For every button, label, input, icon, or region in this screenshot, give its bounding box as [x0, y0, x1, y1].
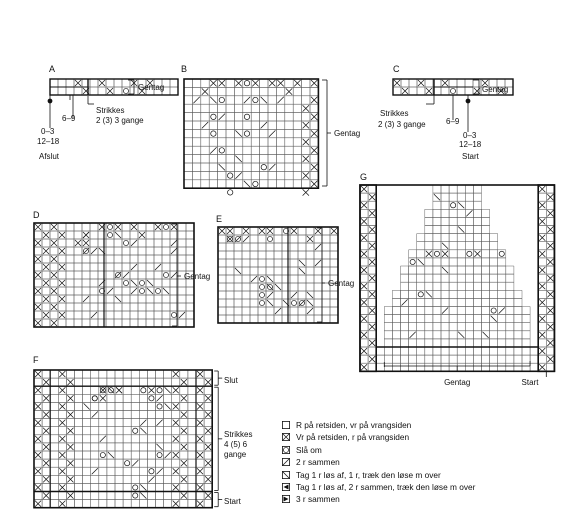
chart-g-gentag: Gentag [444, 378, 470, 387]
chart-e-grid [217, 226, 339, 324]
legend-text: Vr på retsiden, r på vrangsiden [296, 432, 410, 443]
backslash-square-icon [282, 470, 290, 479]
chart-a-finish: Afslut [39, 152, 60, 161]
chart-a-gentag: Gentag [138, 83, 164, 92]
chart-c-repeat-1: Strikkes [380, 109, 408, 118]
legend-item: Slå om [282, 444, 572, 456]
chart-a-size-69: 6–9 [62, 114, 76, 123]
legend-item: Tag 1 r løs af, 1 r, træk den løse m ove… [282, 469, 572, 481]
symbol-legend: R på retsiden, vr på vrangsiden Vr på ret… [282, 419, 572, 506]
chart-b-label: B [181, 64, 187, 74]
chart-f-finish: Slut [224, 376, 239, 385]
legend-item: Tag 1 r løs af, 2 r sammen, træk den løs… [282, 481, 572, 493]
blank-square-icon [282, 421, 290, 429]
chart-b-gentag: Gentag [334, 129, 360, 138]
legend-text: 2 r sammen [296, 457, 340, 468]
left-triangle-square-icon [282, 482, 290, 491]
chart-d-grid [33, 222, 195, 328]
legend-text: R på retsiden, vr på vrangsiden [296, 420, 412, 430]
legend-text: Tag 1 r løs af, 1 r, træk den løse m ove… [296, 469, 441, 480]
chart-a-size-1218: 12–18 [37, 137, 60, 146]
legend-text: 3 r sammen [296, 494, 340, 505]
chart-d-gentag: Gentag [184, 272, 210, 281]
chart-c-size-1218: 12–18 [459, 140, 482, 149]
chart-b-grid [183, 78, 319, 196]
chart-f-repeat-2: 4 (5) 6 [224, 440, 248, 449]
chart-e-label: E [216, 214, 222, 224]
chart-f-repeat-1: Strikkes [224, 430, 252, 439]
chart-a-repeat-1: Strikkes [96, 106, 124, 115]
chart-f-start: Start [224, 497, 242, 506]
legend-text: Slå om [296, 444, 322, 455]
x-square-icon [282, 433, 290, 442]
circle-square-icon [282, 445, 290, 454]
legend-text: Tag 1 r løs af, 2 r sammen, træk den løs… [296, 481, 476, 492]
slash-square-icon [282, 458, 290, 467]
chart-f-grid [33, 369, 213, 508]
chart-a-repeat-2: 2 (3) 3 gange [96, 116, 144, 125]
chart-g-label: G [360, 172, 367, 182]
chart-c-repeat-2: 2 (3) 3 gange [378, 120, 426, 129]
chart-a-size-03: 0–3 [41, 127, 55, 136]
legend-item: 3 r sammen [282, 493, 572, 505]
legend-item: R på retsiden, vr på vrangsiden [282, 419, 572, 431]
chart-c-start: Start [462, 152, 480, 161]
chart-d-label: D [33, 210, 40, 220]
chart-e-gentag: Gentag [328, 279, 354, 288]
chart-a-label: A [49, 64, 55, 74]
legend-item: 2 r sammen [282, 456, 572, 468]
chart-c-gentag: Gentag [482, 85, 508, 94]
legend-item: Vr på retsiden, r på vrangsiden [282, 431, 572, 443]
chart-g-grid [359, 184, 555, 372]
right-triangle-square-icon [282, 495, 290, 504]
chart-c-size-03: 0–3 [463, 131, 477, 140]
chart-c-size-69: 6–9 [446, 117, 460, 126]
chart-g-start: Start [522, 378, 540, 387]
chart-f-repeat-3: gange [224, 450, 247, 459]
chart-f-label: F [33, 355, 39, 365]
chart-c-label: C [393, 64, 400, 74]
